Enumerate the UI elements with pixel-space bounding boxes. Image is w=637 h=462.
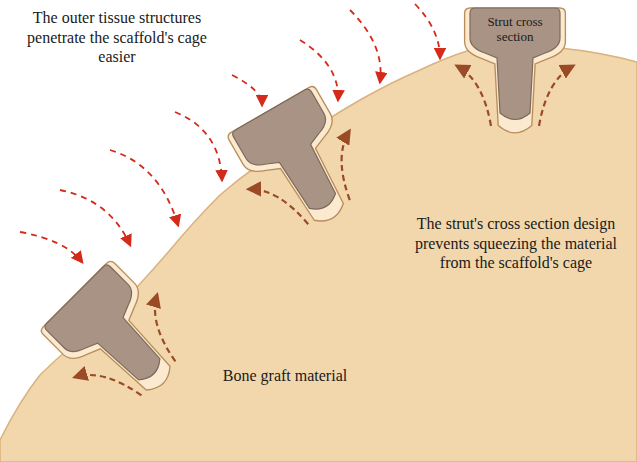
annotation-text: The strut's cross section design prevent…: [405, 214, 627, 273]
strut-cross-section: Strut cross section: [470, 8, 560, 128]
bone-graft-region: [0, 46, 637, 462]
strut-label: Strut cross section: [470, 8, 560, 45]
annotation-text: The outer tissue structures penetrate th…: [12, 8, 222, 67]
strut-cross-section: [43, 88, 365, 406]
material-label: Bone graft material: [190, 366, 380, 386]
strut-groove: [39, 8, 565, 419]
